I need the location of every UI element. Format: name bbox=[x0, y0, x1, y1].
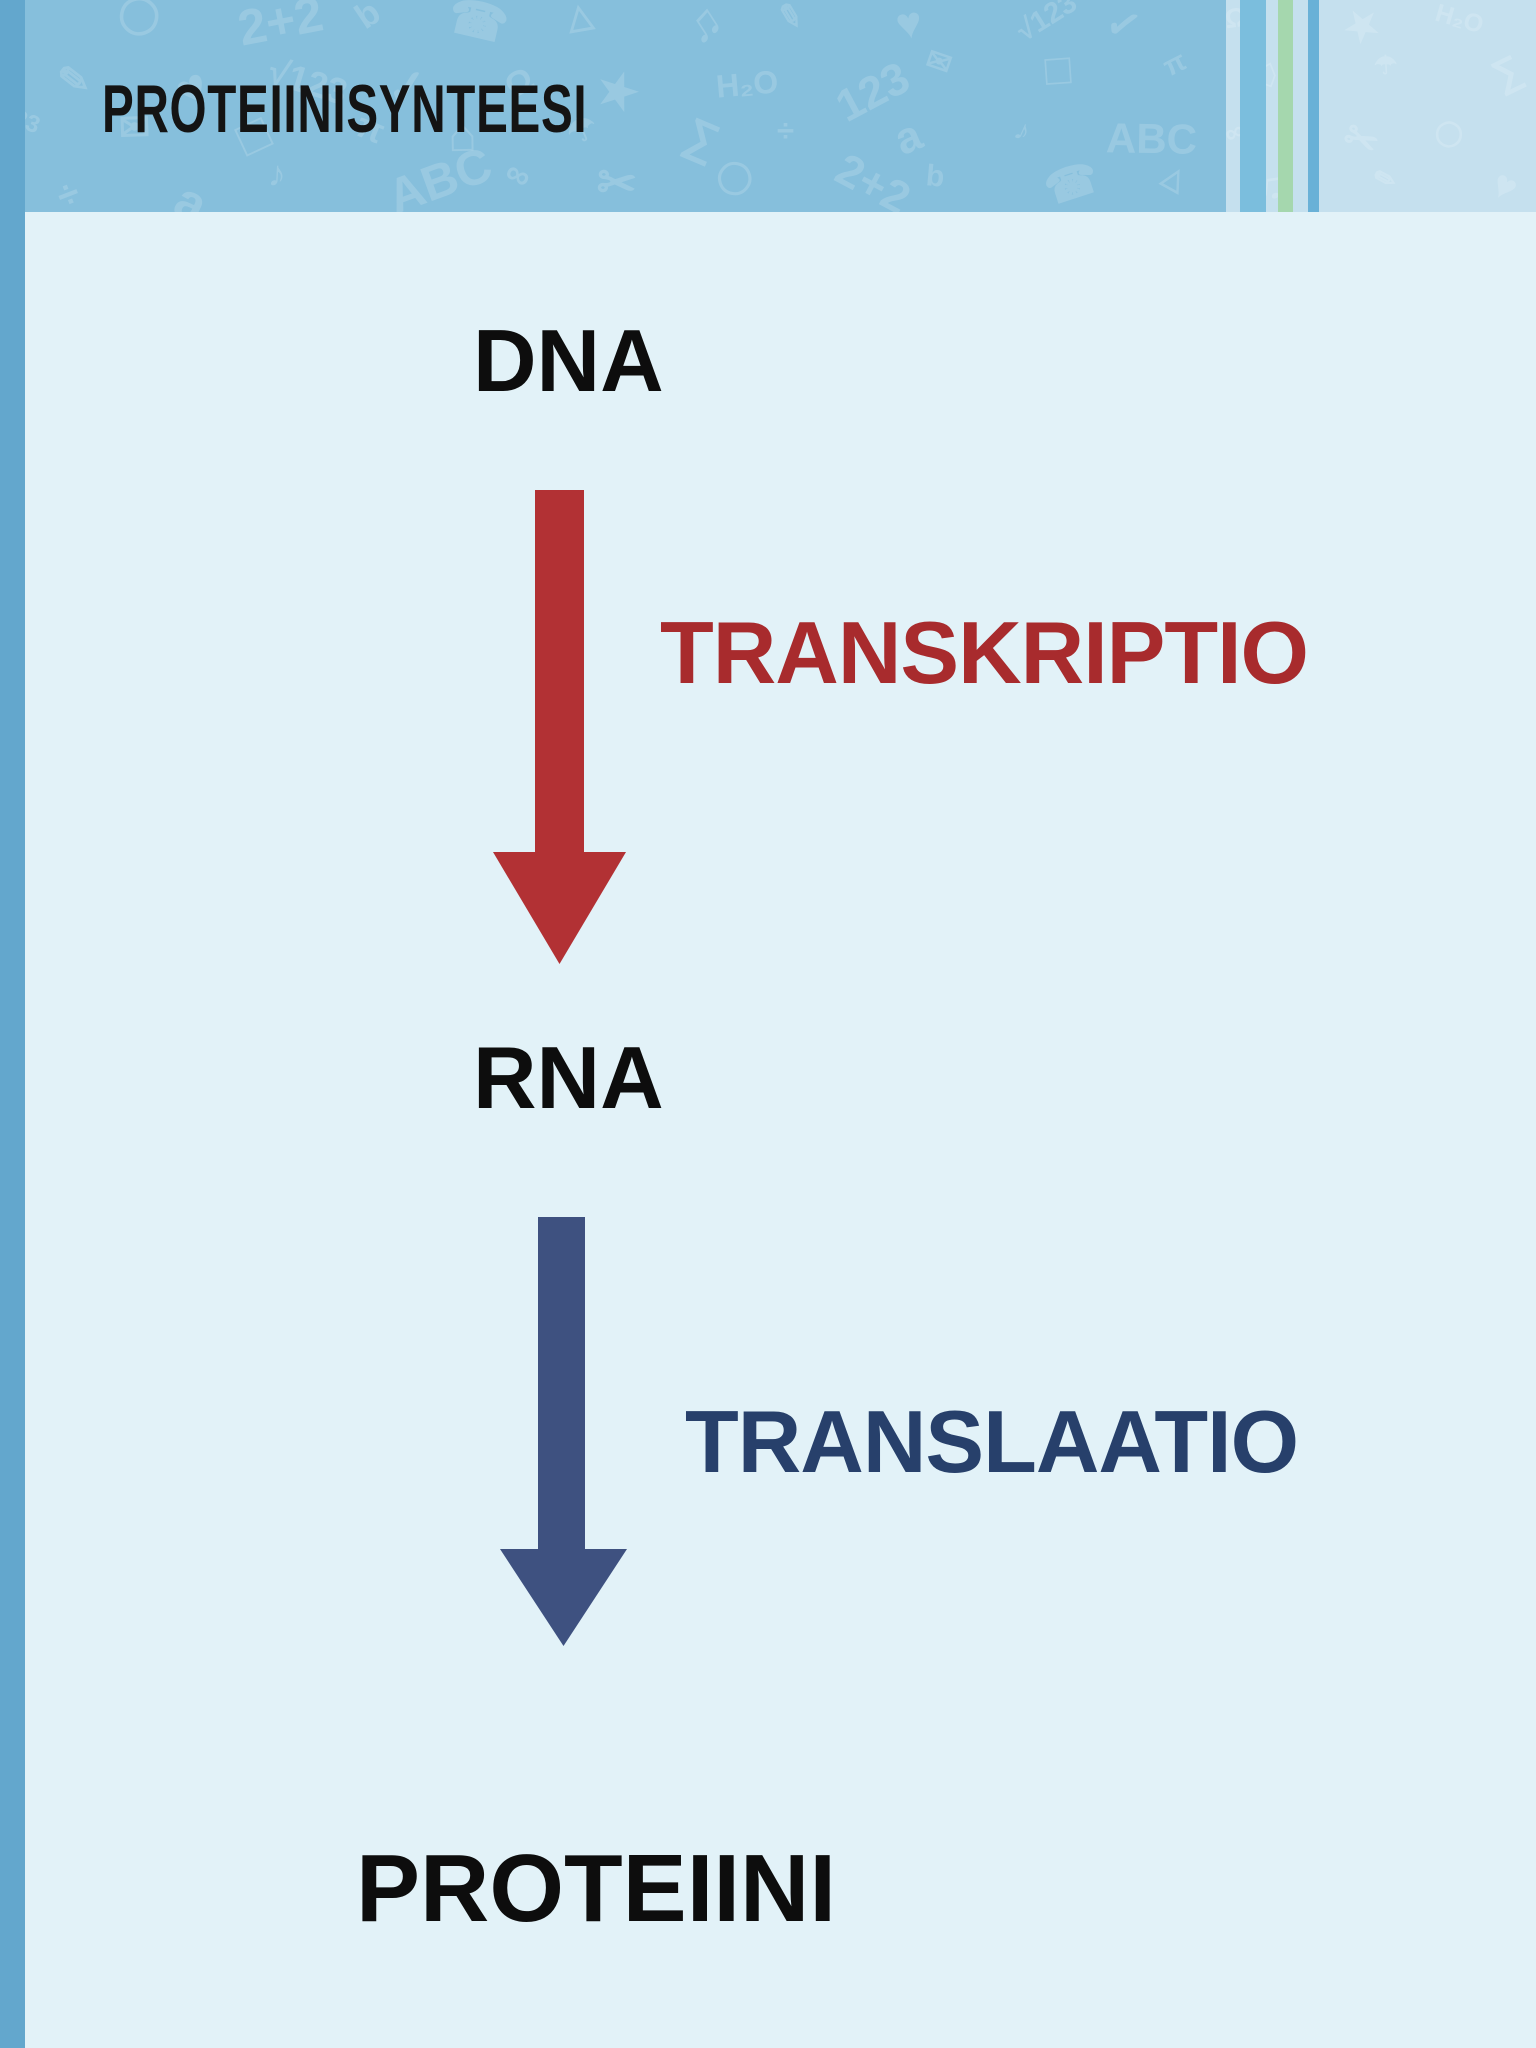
pattern-icon: ABC bbox=[1105, 114, 1198, 163]
pattern-icon: b bbox=[924, 159, 946, 194]
translation-arrow-head bbox=[500, 1549, 627, 1646]
transcription-arrow-shaft bbox=[535, 490, 584, 856]
transcription-arrow-head bbox=[493, 852, 626, 964]
pattern-icon: ABC bbox=[380, 137, 500, 212]
pattern-icon: △ bbox=[563, 0, 596, 36]
pattern-icon: 2+2 bbox=[233, 0, 328, 57]
pattern-icon: π bbox=[1157, 44, 1192, 83]
pattern-icon: ✂ bbox=[595, 154, 639, 211]
pattern-icon: ÷ bbox=[777, 113, 795, 148]
process-translation-label: TRANSLAATIO bbox=[685, 1392, 1299, 1491]
translation-arrow-shaft bbox=[538, 1217, 585, 1553]
pattern-icon: ∞ bbox=[498, 152, 538, 198]
slide-title: PROTEIINISYNTEESI bbox=[102, 71, 588, 147]
node-rna: RNA bbox=[473, 1028, 664, 1127]
pattern-icon: H₂O bbox=[714, 63, 780, 105]
pattern-icon: ✓ bbox=[1100, 0, 1147, 52]
header-icon-pattern: ✂◯2+2b☎△♫✎♥√123✓Ω★H₂O✎♥√123✓Ω★H₂O123✉□π⌂… bbox=[0, 0, 1536, 212]
pattern-icon: ÷ bbox=[51, 171, 86, 212]
accent-stripe-blue bbox=[1240, 0, 1266, 212]
translation-arrow-icon bbox=[500, 1217, 627, 1646]
pattern-icon: ✉ bbox=[921, 42, 956, 83]
pattern-icon: ★ bbox=[589, 58, 647, 123]
left-edge-bar bbox=[0, 0, 25, 2048]
pattern-icon: √123 bbox=[1011, 0, 1083, 48]
pattern-icon: △ bbox=[1158, 158, 1192, 197]
header-band: ✂◯2+2b☎△♫✎♥√123✓Ω★H₂O✎♥√123✓Ω★H₂O123✉□π⌂… bbox=[0, 0, 1536, 212]
header-right-panel bbox=[1226, 0, 1536, 212]
pattern-icon: ◯ bbox=[115, 0, 165, 38]
pattern-icon: ♥ bbox=[892, 0, 926, 50]
pattern-icon: a bbox=[887, 110, 929, 165]
accent-stripe-green bbox=[1278, 0, 1293, 212]
pattern-icon: ☎ bbox=[442, 0, 514, 55]
pattern-icon: ☎ bbox=[1038, 152, 1105, 212]
pattern-icon: ◯ bbox=[711, 153, 757, 199]
pattern-icon: ✎ bbox=[773, 0, 807, 37]
pattern-icon: □ bbox=[1043, 45, 1073, 95]
node-dna: DNA bbox=[473, 311, 664, 410]
transcription-arrow-icon bbox=[493, 490, 626, 964]
process-transcription-label: TRANSKRIPTIO bbox=[660, 603, 1309, 702]
pattern-icon: ∑ bbox=[677, 106, 728, 168]
pattern-icon: ♪ bbox=[1009, 113, 1036, 149]
pattern-icon: a bbox=[165, 170, 217, 212]
pattern-icon: b bbox=[347, 0, 388, 37]
pattern-icon: ♫ bbox=[674, 0, 732, 55]
pattern-icon: ✎ bbox=[55, 58, 93, 104]
pattern-icon: ♪ bbox=[266, 152, 288, 195]
accent-stripe-darkblue bbox=[1308, 0, 1319, 212]
node-protein: PROTEIINI bbox=[356, 1835, 837, 1942]
